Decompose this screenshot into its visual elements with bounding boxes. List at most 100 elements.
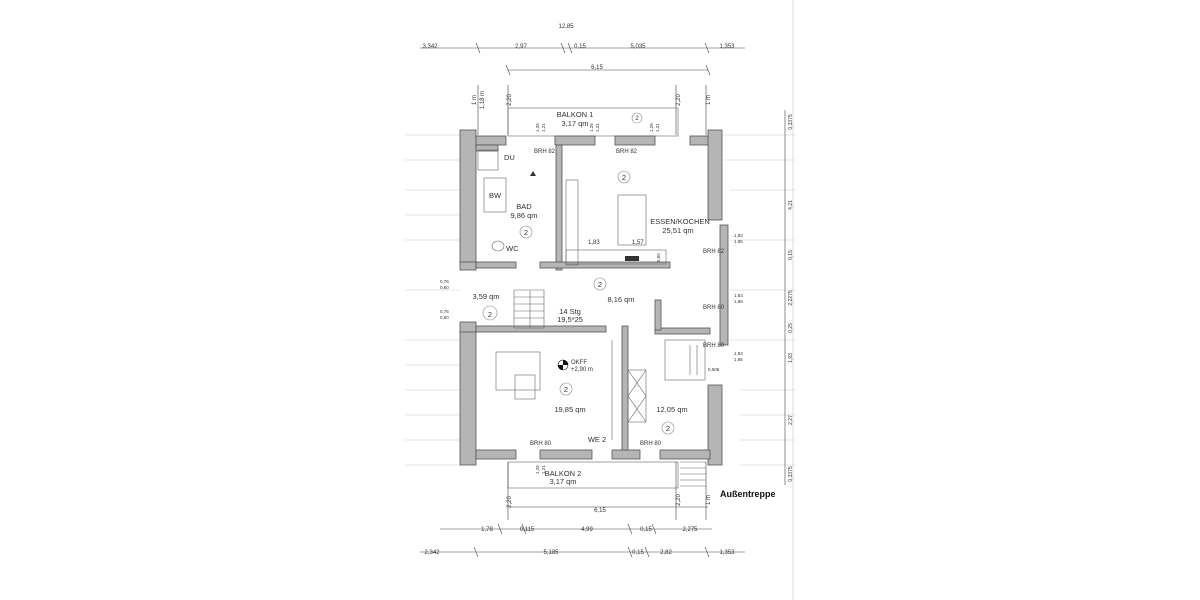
- brh-schlafen: BRH 80: [703, 343, 725, 349]
- dim-r-4: 2,2275: [788, 290, 794, 306]
- dim-b2-3: 0,15: [632, 550, 644, 556]
- room-essen-kochen: BRH 82 2 ESSEN/KOCHEN 25,51 qm 1,83 1,57…: [565, 149, 725, 266]
- dim-right-220: 2,20: [676, 94, 682, 106]
- dim-b1-2: 0,115: [520, 527, 535, 533]
- brh-schlafen-2: BRH 80: [640, 441, 662, 447]
- win-side-5: 1,83: [734, 351, 743, 356]
- left-open-4: 0,60: [440, 315, 449, 320]
- kitchen-dim-3: 0,65: [656, 253, 661, 262]
- kitchen-dim-2: 1,57: [632, 240, 644, 246]
- win-label-b2: 1,21: [541, 465, 546, 474]
- bottom-dimensions: 6,15 1,78 0,115 4,99 0,15 2,275 2,342 5,…: [420, 506, 745, 558]
- room-wohnen: OKFF +2,90 m 2 19,85 qm BRH 80 WE 2: [495, 340, 647, 447]
- treppe-name: 14 Stg: [559, 307, 581, 316]
- dim-r-1: 0,3375: [788, 114, 794, 130]
- win-side-1: 1,83: [734, 233, 743, 238]
- win-side-2: 1,86: [734, 239, 743, 244]
- left-open-2: 0,60: [440, 285, 449, 290]
- kitchen-dim-1: 1,83: [588, 240, 600, 246]
- dim-r-7: 2,27: [788, 415, 794, 425]
- wohnen-area: 19,85 qm: [554, 405, 585, 414]
- okff-label: OKFF: [571, 360, 587, 366]
- right-dimensions: 0,3375 4,21 0,15 2,2275 0,25 1,93 2,27 0…: [784, 110, 794, 485]
- dim-bottom-left: 2,20: [507, 496, 513, 508]
- brh-flur: BRH 80: [703, 305, 725, 311]
- we2-name: WE 2: [588, 435, 606, 444]
- dim-b2-4: 2,82: [660, 550, 672, 556]
- dim-top-3: 0,15: [574, 44, 586, 50]
- balkon1-badge-text: 2: [635, 116, 639, 122]
- top-dimensions: 12,85 3,342 2,97 0,15 5,035 1,353 6,15: [420, 24, 745, 76]
- balkon1-name: BALKON 1: [557, 110, 594, 119]
- brh-essen-2: BRH 82: [703, 249, 725, 255]
- dim-b1-3: 4,99: [581, 527, 593, 533]
- dim-top-row2: 6,15: [591, 65, 603, 71]
- bad-arrow: [530, 171, 536, 176]
- left-openings: 0,76 0,60 0,76 0,60: [440, 279, 449, 320]
- dim-bottom-total: 6,15: [594, 508, 606, 514]
- dim-top-1: 3,342: [422, 44, 438, 50]
- balkon-1: BALKON 1 3,17 qm 2 1,26 1,21 1,26 1,21 1…: [507, 107, 679, 137]
- context-hatching: [405, 134, 795, 466]
- dim-left-1m: 1 m: [472, 95, 478, 105]
- dim-b1-1: 1,78: [481, 527, 493, 533]
- bad-badge: 2: [524, 228, 528, 237]
- schlafen-area: 12,05 qm: [656, 405, 687, 414]
- win-side-4: 1,86: [734, 299, 743, 304]
- right-window-labels: 1,83 1,86 1,83 1,86 1,83 1,86: [734, 233, 743, 362]
- dim-r-5: 0,25: [788, 323, 794, 333]
- dim-right-1m: 1 m: [706, 95, 712, 105]
- interior-walls: [475, 144, 711, 451]
- win-label-2: 1,21: [541, 123, 546, 132]
- okff-marker: [558, 360, 568, 370]
- win-side-6: 1,86: [734, 357, 743, 362]
- treppe-rise: 19,5*25: [557, 315, 583, 324]
- balkon1-badge: [631, 112, 643, 124]
- dim-r-3: 0,15: [788, 250, 794, 260]
- dim-left-118: 1,18 m: [480, 91, 486, 109]
- essen-area: 25,51 qm: [662, 226, 693, 235]
- win-label-4: 1,21: [595, 123, 600, 132]
- win-label-3: 1,26: [589, 123, 594, 132]
- dim-bottom-right-1m: 1 m: [706, 495, 712, 505]
- brh-essen: BRH 82: [616, 149, 638, 155]
- dim-bottom-right-220: 2,20: [676, 494, 682, 506]
- abstell-badge: 2: [488, 310, 492, 319]
- left-open-1: 0,76: [440, 279, 449, 284]
- exterior-walls: [459, 129, 729, 466]
- dim-top-5: 1,353: [719, 44, 735, 50]
- balkon2-area: 3,17 qm: [549, 477, 576, 486]
- room-flur: 3,59 qm 2 14 Stg 19,5*25 2 8,16 qm BRH 8…: [472, 277, 725, 329]
- flur-badge: 2: [598, 280, 602, 289]
- dim-r-6: 1,93: [788, 353, 794, 363]
- essen-badge: 2: [622, 173, 626, 182]
- dim-b2-5: 1,353: [719, 550, 735, 556]
- win-label-b1: 1,26: [535, 465, 540, 474]
- dim-left-220: 2,20: [507, 94, 513, 106]
- win-label-6: 1,21: [655, 123, 660, 132]
- bad-wc: WC: [506, 244, 519, 253]
- flur-area: 8,16 qm: [607, 295, 634, 304]
- win-label-5: 1,26: [649, 123, 654, 132]
- bad-du: DU: [504, 153, 515, 162]
- dim-b2-2: 5,185: [543, 550, 559, 556]
- schlafen-badge: 2: [666, 424, 670, 433]
- room-schlafen: BRH 80 0,606 12,05 qm 2 BRH 80: [640, 339, 725, 447]
- win-side-3: 1,83: [734, 293, 743, 298]
- essen-name: ESSEN/KOCHEN: [650, 217, 710, 226]
- dim-top-4: 5,035: [630, 44, 646, 50]
- balkon1-area: 3,17 qm: [561, 119, 588, 128]
- dim-top-2: 2,97: [515, 44, 527, 50]
- left-open-3: 0,76: [440, 309, 449, 314]
- dim-b2-1: 2,342: [424, 550, 440, 556]
- brh-bad: BRH 82: [534, 149, 556, 155]
- balkon2-name: BALKON 2: [545, 469, 582, 478]
- win-label-1: 1,26: [535, 123, 540, 132]
- schlafen-sill: 0,606: [708, 367, 720, 372]
- aussentreppe-label: Außentreppe: [720, 489, 776, 499]
- dim-r-8: 0,3375: [788, 466, 794, 482]
- bad-bw: BW: [489, 191, 502, 200]
- dim-b1-5: 2,275: [682, 527, 698, 533]
- bad-area: 9,86 qm: [510, 211, 537, 220]
